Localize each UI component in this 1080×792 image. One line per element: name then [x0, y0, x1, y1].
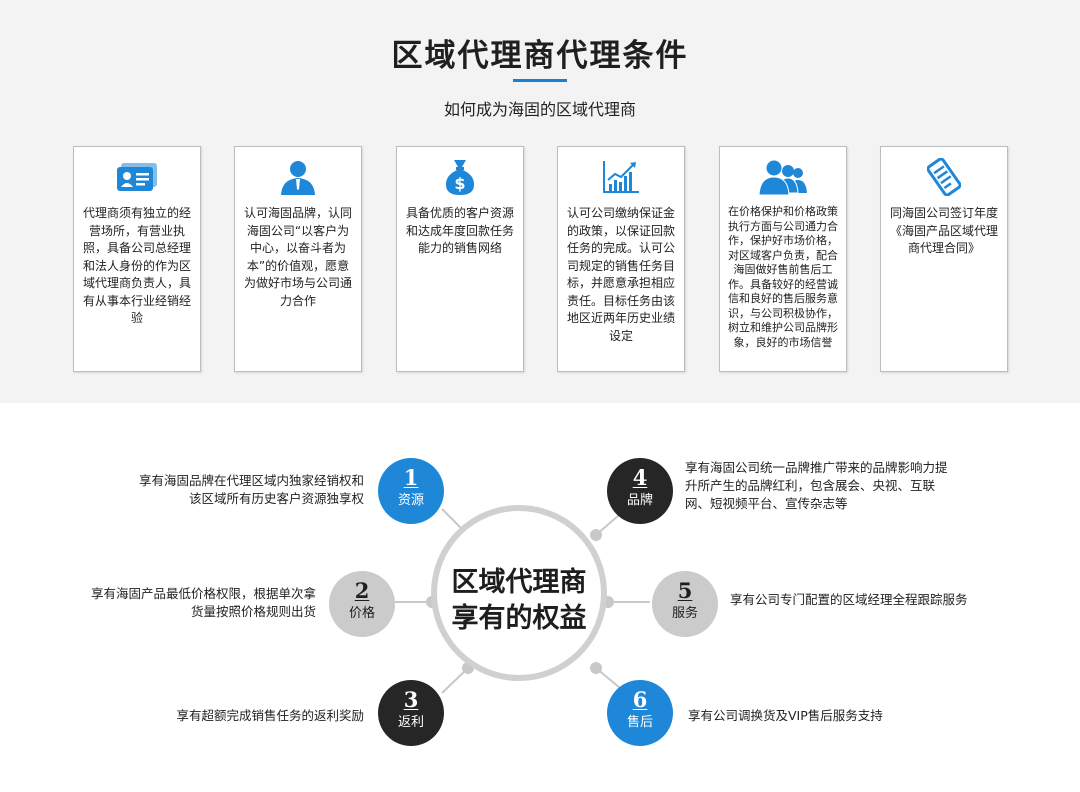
benefit-badge-aftersales: 6 售后 [607, 680, 673, 746]
contract-icon [881, 158, 1007, 196]
badge-number: 2 [354, 578, 370, 603]
benefit-text-rebate: 享有超额完成销售任务的返利奖励 [176, 708, 364, 723]
conditions-section: 区域代理商代理条件 如何成为海固的区域代理商 代理商须有独立的经营场所，有营业执… [0, 0, 1080, 403]
svg-text:$: $ [454, 174, 465, 193]
benefit-badge-resource: 1 资源 [378, 458, 444, 524]
badge-label: 服务 [671, 606, 698, 621]
condition-card-1: 代理商须有独立的经营场所，有营业执照，具备公司总经理和法人身份的作为区域代理商负… [73, 146, 201, 372]
center-title-line1: 区域代理商 [451, 567, 587, 598]
badge-number: 3 [403, 687, 419, 712]
benefit-badge-price: 2 价格 [329, 571, 395, 637]
badge-number: 4 [632, 465, 648, 490]
condition-card-2: 认可海固品牌，认同海固公司“以客户为中心，以奋斗者为本”的价值观，愿意为做好市场… [234, 146, 362, 372]
center-title: 区域代理商 享有的权益 [431, 565, 607, 637]
badge-number: 6 [632, 687, 648, 712]
person-icon [235, 159, 361, 195]
id-card-icon [74, 159, 200, 195]
benefit-text-resource: 享有海固品牌在代理区域内独家经销权和该区域所有历史客户资源独享权 [138, 473, 364, 506]
condition-card-3: $ 具备优质的客户资源和达成年度回款任务能力的销售网络 [396, 146, 524, 372]
badge-label: 品牌 [626, 493, 653, 508]
badge-label: 售后 [626, 715, 653, 730]
condition-text: 代理商须有独立的经营场所，有营业执照，具备公司总经理和法人身份的作为区域代理商负… [82, 206, 191, 325]
benefit-badge-brand: 4 品牌 [607, 458, 673, 524]
condition-text: 认可海固品牌，认同海固公司“以客户为中心，以奋斗者为本”的价值观，愿意为做好市场… [243, 206, 352, 308]
condition-text: 在价格保护和价格政策执行方面与公司通力合作，保护好市场价格，对区域客户负责，配合… [728, 205, 838, 349]
benefit-badge-service: 5 服务 [652, 571, 718, 637]
benefits-section: 区域代理商 享有的权益 1 资源 享有海固品牌在代理区域内独家经销权和该区域所有… [0, 403, 1080, 792]
badge-label: 价格 [348, 606, 375, 621]
benefit-text-price: 享有海固产品最低价格权限，根据单次拿货量按照价格规则出货 [90, 586, 316, 619]
center-circle [431, 505, 607, 681]
title-underline [513, 79, 567, 82]
money-bag-icon: $ [397, 159, 523, 195]
benefit-text-aftersales: 享有公司调换货及VIP售后服务支持 [688, 708, 883, 723]
center-title-line2: 享有的权益 [451, 603, 587, 634]
team-icon [720, 159, 846, 195]
page-title: 区域代理商代理条件 [391, 38, 689, 74]
condition-card-5: 在价格保护和价格政策执行方面与公司通力合作，保护好市场价格，对区域客户负责，配合… [719, 146, 847, 372]
benefit-badge-rebate: 3 返利 [378, 680, 444, 746]
condition-text: 具备优质的客户资源和达成年度回款任务能力的销售网络 [405, 206, 514, 255]
condition-text: 认可公司缴纳保证金的政策，以保证回款任务的完成。认可公司规定的销售任务目标，并愿… [566, 206, 675, 343]
benefit-text-service: 享有公司专门配置的区域经理全程跟踪服务 [730, 592, 968, 607]
badge-number: 5 [677, 578, 693, 603]
badge-number: 1 [403, 465, 419, 490]
condition-card-4: 认可公司缴纳保证金的政策，以保证回款任务的完成。认可公司规定的销售任务目标，并愿… [557, 146, 685, 372]
condition-text: 同海固公司签订年度《海固产品区域代理商代理合同》 [889, 206, 998, 255]
badge-label: 资源 [397, 493, 424, 508]
page-subtitle: 如何成为海固的区域代理商 [443, 100, 636, 119]
growth-chart-icon [558, 159, 684, 195]
badge-label: 返利 [397, 715, 424, 730]
benefit-text-brand: 享有海固公司统一品牌推广带来的品牌影响力提升所产生的品牌红利，包含展会、央视、互… [685, 460, 948, 511]
condition-card-6: 同海固公司签订年度《海固产品区域代理商代理合同》 [880, 146, 1008, 372]
